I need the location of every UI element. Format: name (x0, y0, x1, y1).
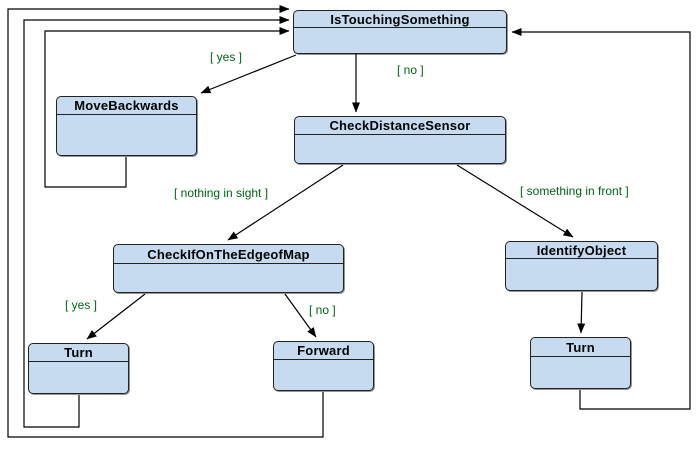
state-box-turn-left[interactable]: Turn (28, 343, 129, 394)
state-title: CheckIfOnTheEdgeofMap (114, 245, 343, 264)
guard-label-nothing-in-sight: [ nothing in sight ] (174, 186, 269, 200)
state-title: Turn (531, 338, 630, 357)
state-box-checkifontheedgeofmap[interactable]: CheckIfOnTheEdgeofMap (113, 244, 344, 293)
state-title: IsTouchingSomething (294, 11, 506, 28)
guard-label-yes-bottom: [ yes ] (65, 298, 98, 312)
arrow-checkdistance-to-checkedge (227, 164, 344, 241)
guard-label-no-top: [ no ] (397, 63, 424, 77)
state-title: IdentifyObject (506, 242, 657, 259)
guard-label-yes-top: [ yes ] (210, 50, 243, 64)
state-box-checkdistancesensor[interactable]: CheckDistanceSensor (294, 116, 506, 164)
state-box-forward[interactable]: Forward (273, 341, 374, 391)
state-title: Forward (274, 342, 373, 360)
state-box-movebackwards[interactable]: MoveBackwards (56, 96, 197, 156)
state-title: MoveBackwards (57, 97, 196, 115)
state-box-istouchingsomething[interactable]: IsTouchingSomething (293, 10, 507, 54)
state-title: Turn (29, 344, 128, 362)
arrow-checkdistance-to-identifyobject (456, 164, 574, 238)
guard-label-something-in-front: [ something in front ] (520, 184, 629, 198)
state-box-turn-right[interactable]: Turn (530, 337, 631, 389)
state-title: CheckDistanceSensor (295, 117, 505, 135)
guard-label-no-bottom: [ no ] (309, 303, 336, 317)
state-box-identifyobject[interactable]: IdentifyObject (505, 241, 658, 291)
arrow-identifyobject-to-turn-right (577, 291, 586, 334)
